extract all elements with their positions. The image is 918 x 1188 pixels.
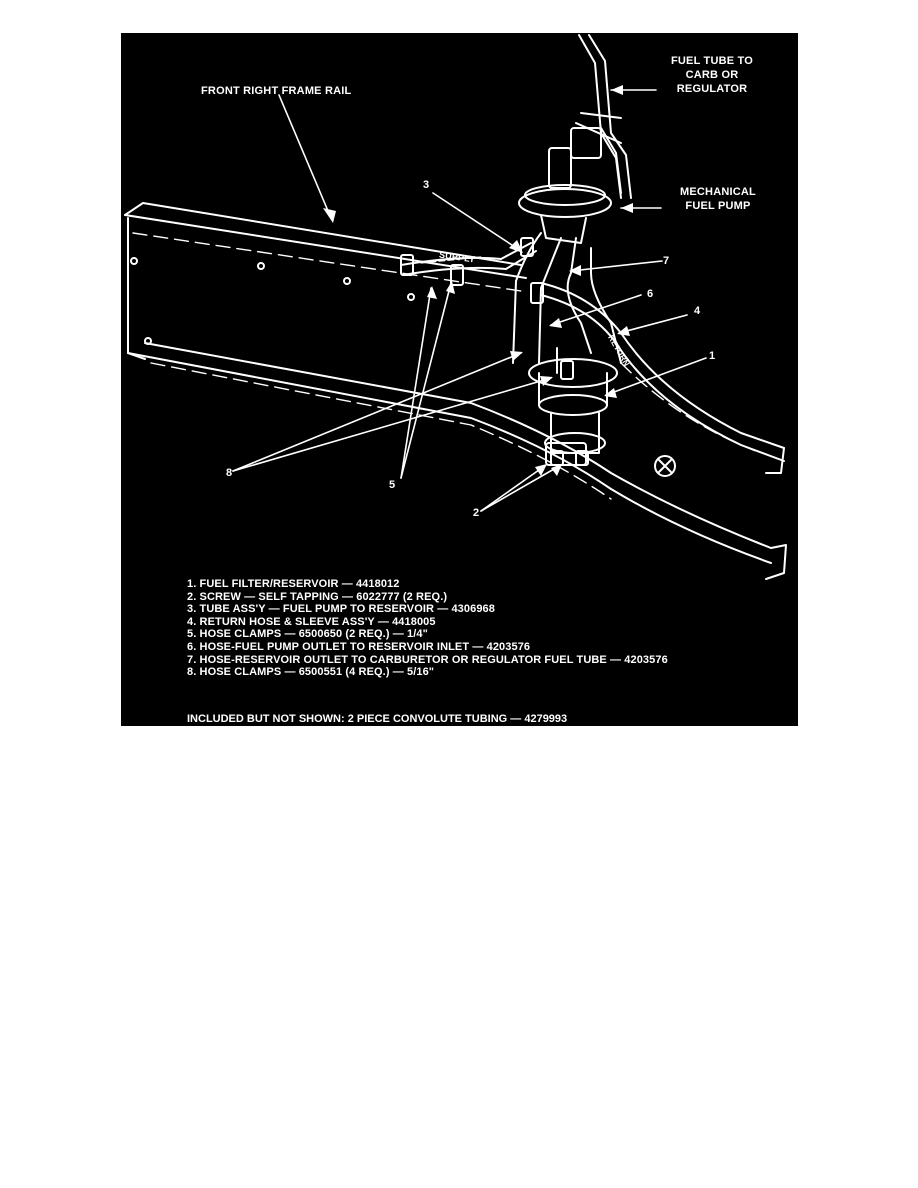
- legend-item: 2. SCREW — SELF TAPPING — 6022777 (2 REQ…: [187, 590, 448, 603]
- arrowheads: [323, 85, 633, 476]
- fuel-tube-label-line1: FUEL TUBE TO: [670, 55, 754, 67]
- callout-number-8: 8: [226, 467, 233, 479]
- diagram-linework: [124, 34, 787, 580]
- callout-number-1: 1: [709, 350, 716, 362]
- fuel-tube-label-line2: CARB OR: [685, 69, 739, 81]
- included-not-shown-note: INCLUDED BUT NOT SHOWN: 2 PIECE CONVOLUT…: [187, 713, 568, 725]
- legend-item: 3. TUBE ASS'Y — FUEL PUMP TO RESERVOIR —…: [187, 603, 495, 616]
- fuel-tube-label-line3: REGULATOR: [676, 83, 748, 95]
- parts-legend: 1. FUEL FILTER/RESERVOIR — 4418012 2. SC…: [187, 578, 668, 679]
- legend-item: 5. HOSE CLAMPS — 6500650 (2 REQ.) — 1/4": [187, 628, 428, 641]
- fuel-system-diagram: SUPPLY RETURN FRONT RIGHT FRAME RAIL FUE…: [121, 33, 798, 726]
- hose-clamps: [400, 237, 589, 466]
- legend-item: 4. RETURN HOSE & SLEEVE ASS'Y — 4418005: [187, 615, 436, 628]
- legend-item: 1. FUEL FILTER/RESERVOIR — 4418012: [187, 578, 400, 590]
- callout-number-5: 5: [389, 479, 396, 491]
- leader-lines: [232, 89, 707, 512]
- legend-item: 6. HOSE-FUEL PUMP OUTLET TO RESERVOIR IN…: [187, 640, 531, 653]
- mechanical-fuel-pump-label-line2: FUEL PUMP: [685, 200, 751, 212]
- callout-number-7: 7: [663, 255, 670, 267]
- front-right-frame-rail-label: FRONT RIGHT FRAME RAIL: [201, 85, 352, 97]
- callout-number-2: 2: [473, 507, 480, 519]
- callout-number-4: 4: [694, 305, 701, 317]
- mechanical-fuel-pump-label-line1: MECHANICAL: [680, 186, 756, 198]
- legend-item: 8. HOSE CLAMPS — 6500551 (4 REQ.) — 5/16…: [187, 666, 435, 679]
- callout-number-6: 6: [647, 288, 654, 300]
- callout-number-3: 3: [423, 179, 430, 191]
- fuel-tube: [575, 34, 632, 199]
- frame-rail: [124, 202, 787, 580]
- mechanical-fuel-pump: [518, 127, 622, 244]
- legend-item: 7. HOSE-RESERVOIR OUTLET TO CARBURETOR O…: [187, 653, 668, 666]
